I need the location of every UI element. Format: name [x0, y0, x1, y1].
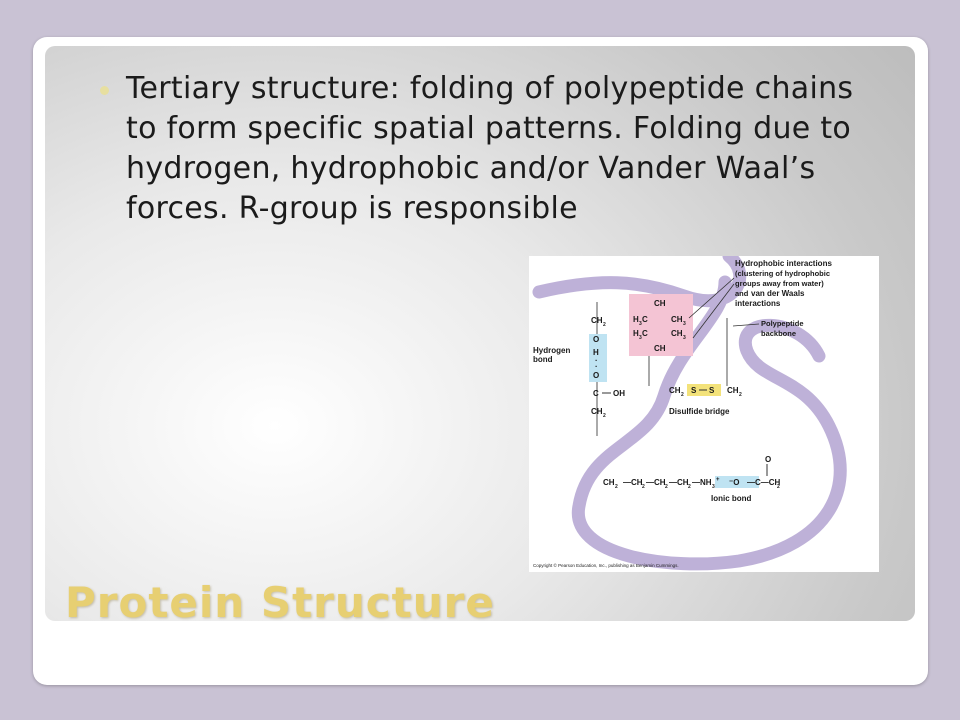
- svg-text:—C—CH: —C—CH: [747, 478, 781, 487]
- svg-text:CH: CH: [654, 344, 666, 353]
- tertiary-structure-figure: CH 2 O H · · O C OH CH 2 Hydrogen bond C…: [529, 256, 879, 572]
- svg-text:2: 2: [777, 484, 780, 490]
- tertiary-structure-diagram: CH 2 O H · · O C OH CH 2 Hydrogen bond C…: [532, 256, 847, 571]
- backbone-label-2: backbone: [761, 329, 796, 338]
- svg-text:3: 3: [683, 321, 686, 327]
- svg-text:2: 2: [603, 322, 606, 328]
- bullet-text: Tertiary structure: folding of polypepti…: [126, 71, 854, 226]
- svg-text:CH: CH: [591, 407, 603, 416]
- svg-text:CH: CH: [603, 478, 615, 487]
- svg-text:C: C: [642, 329, 648, 338]
- svg-text:OH: OH: [613, 389, 625, 398]
- svg-text:·: ·: [595, 356, 598, 365]
- svg-text:—CH: —CH: [623, 478, 643, 487]
- svg-text:H: H: [593, 348, 599, 357]
- svg-text:S: S: [691, 386, 697, 395]
- svg-text:2: 2: [681, 392, 684, 398]
- svg-text:2: 2: [642, 484, 645, 490]
- svg-text:O: O: [593, 335, 599, 344]
- svg-text:CH: CH: [727, 386, 739, 395]
- svg-text:·: ·: [595, 362, 598, 371]
- svg-text:O: O: [765, 455, 771, 464]
- svg-text:S: S: [709, 386, 715, 395]
- svg-text:2: 2: [688, 484, 691, 490]
- svg-text:C: C: [642, 315, 648, 324]
- svg-text:—CH: —CH: [646, 478, 666, 487]
- ionic-bond-label: Ionic bond: [711, 494, 752, 503]
- copyright-text: Copyright © Pearson Education, Inc., pub…: [533, 562, 679, 568]
- svg-text:+: +: [716, 477, 720, 483]
- svg-text:3: 3: [639, 335, 642, 341]
- svg-text:H: H: [633, 315, 639, 324]
- svg-text:3: 3: [712, 484, 715, 490]
- disulfide-bridge-label: Disulfide bridge: [669, 407, 730, 416]
- hydrophobic-label-4: and: [735, 289, 749, 298]
- svg-text:CH: CH: [654, 299, 666, 308]
- svg-text:2: 2: [603, 413, 606, 419]
- hydrogen-bond-label-2: bond: [533, 355, 553, 364]
- hydrophobic-label-5: van der Waals: [751, 289, 805, 298]
- svg-text:2: 2: [739, 392, 742, 398]
- slide-title: Protein Structure: [65, 578, 495, 621]
- bullet-dot-icon: [100, 86, 109, 95]
- svg-text:3: 3: [639, 321, 642, 327]
- svg-text:2: 2: [615, 484, 618, 490]
- svg-text:CH: CH: [671, 329, 683, 338]
- svg-text:⁻O: ⁻O: [729, 478, 739, 487]
- hydrophobic-label: Hydrophobic interactions: [735, 259, 832, 268]
- svg-text:O: O: [593, 371, 599, 380]
- svg-text:3: 3: [683, 335, 686, 341]
- hydrophobic-label-3: groups away from water): [735, 279, 824, 288]
- svg-text:CH: CH: [591, 316, 603, 325]
- hydrophobic-label-2: (clustering of hydrophobic: [735, 269, 830, 278]
- slide: Tertiary structure: folding of polypepti…: [45, 46, 915, 621]
- backbone-label: Polypeptide: [761, 319, 804, 328]
- svg-text:H: H: [633, 329, 639, 338]
- svg-text:CH: CH: [669, 386, 681, 395]
- svg-text:2: 2: [665, 484, 668, 490]
- svg-text:—CH: —CH: [669, 478, 689, 487]
- hydrogen-bond-label: Hydrogen: [533, 346, 570, 355]
- svg-text:—NH: —NH: [692, 478, 712, 487]
- bullet-item: Tertiary structure: folding of polypepti…: [100, 69, 890, 229]
- svg-text:CH: CH: [671, 315, 683, 324]
- hydrophobic-label-6: interactions: [735, 299, 781, 308]
- svg-text:C: C: [593, 389, 599, 398]
